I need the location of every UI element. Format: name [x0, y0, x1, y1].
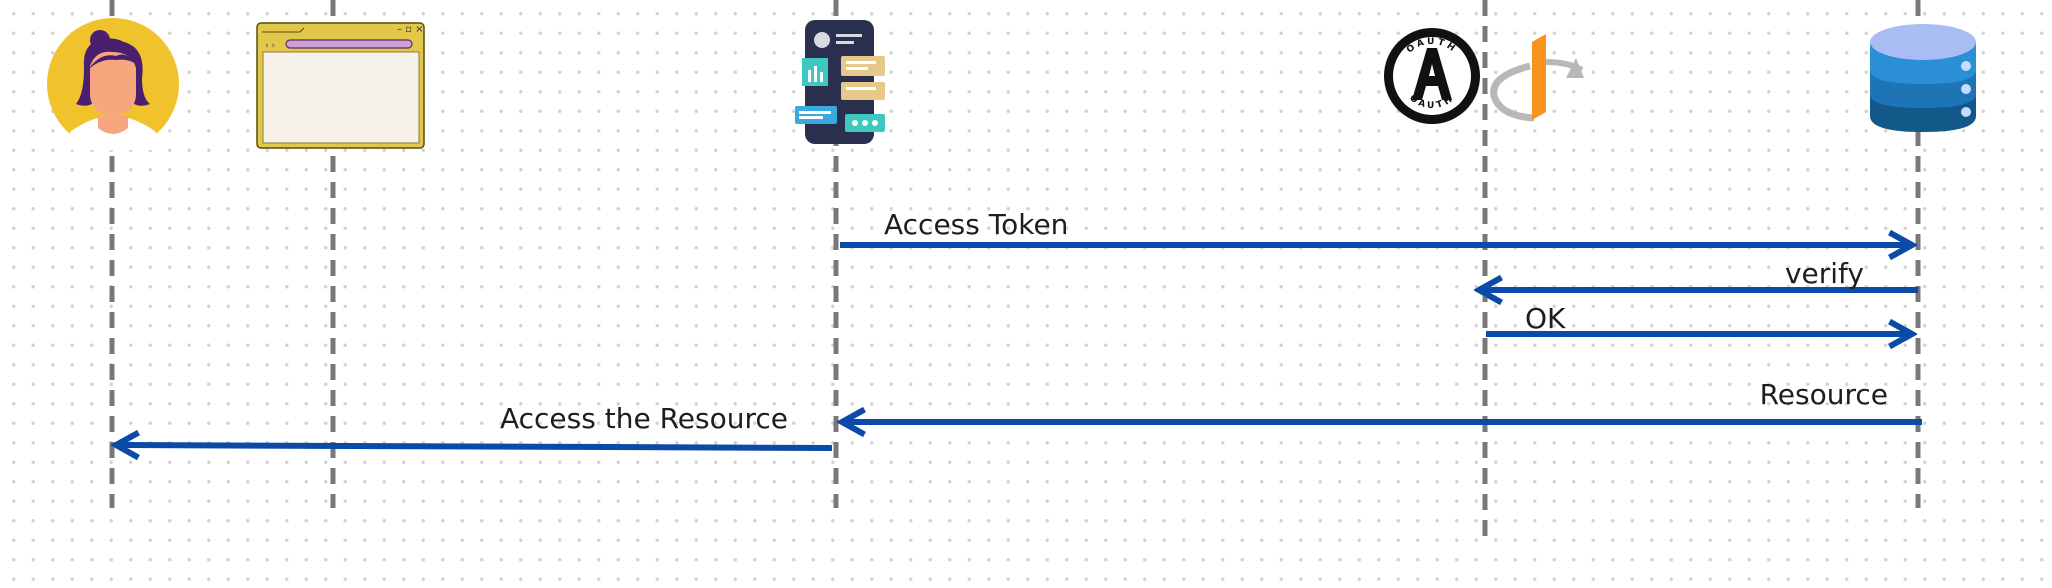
svg-text:– ▫ ×: – ▫ ×	[397, 24, 424, 35]
message-label-access-token: Access Token	[884, 208, 1068, 241]
openid-logo-icon	[1490, 34, 1584, 122]
user-avatar-icon	[47, 18, 179, 150]
oauth-logo-icon: OAUTH OAUTH	[1384, 28, 1480, 124]
message-label-resource: Resource	[1760, 378, 1888, 411]
message-label-access-the-resource: Access the Resource	[500, 402, 788, 435]
message-label-ok: OK	[1525, 302, 1566, 335]
browser-window-icon: ‹ › – ▫ ×	[256, 22, 425, 149]
svg-text:‹ ›: ‹ ›	[265, 41, 275, 51]
message-labels: Access Token verify OK Resource Access t…	[500, 208, 1888, 435]
database-icon	[1870, 24, 1976, 132]
mobile-app-icon	[795, 20, 885, 144]
message-arrow-access-the-resource	[116, 445, 833, 448]
message-label-verify: verify	[1785, 257, 1864, 290]
messages	[116, 245, 1922, 448]
